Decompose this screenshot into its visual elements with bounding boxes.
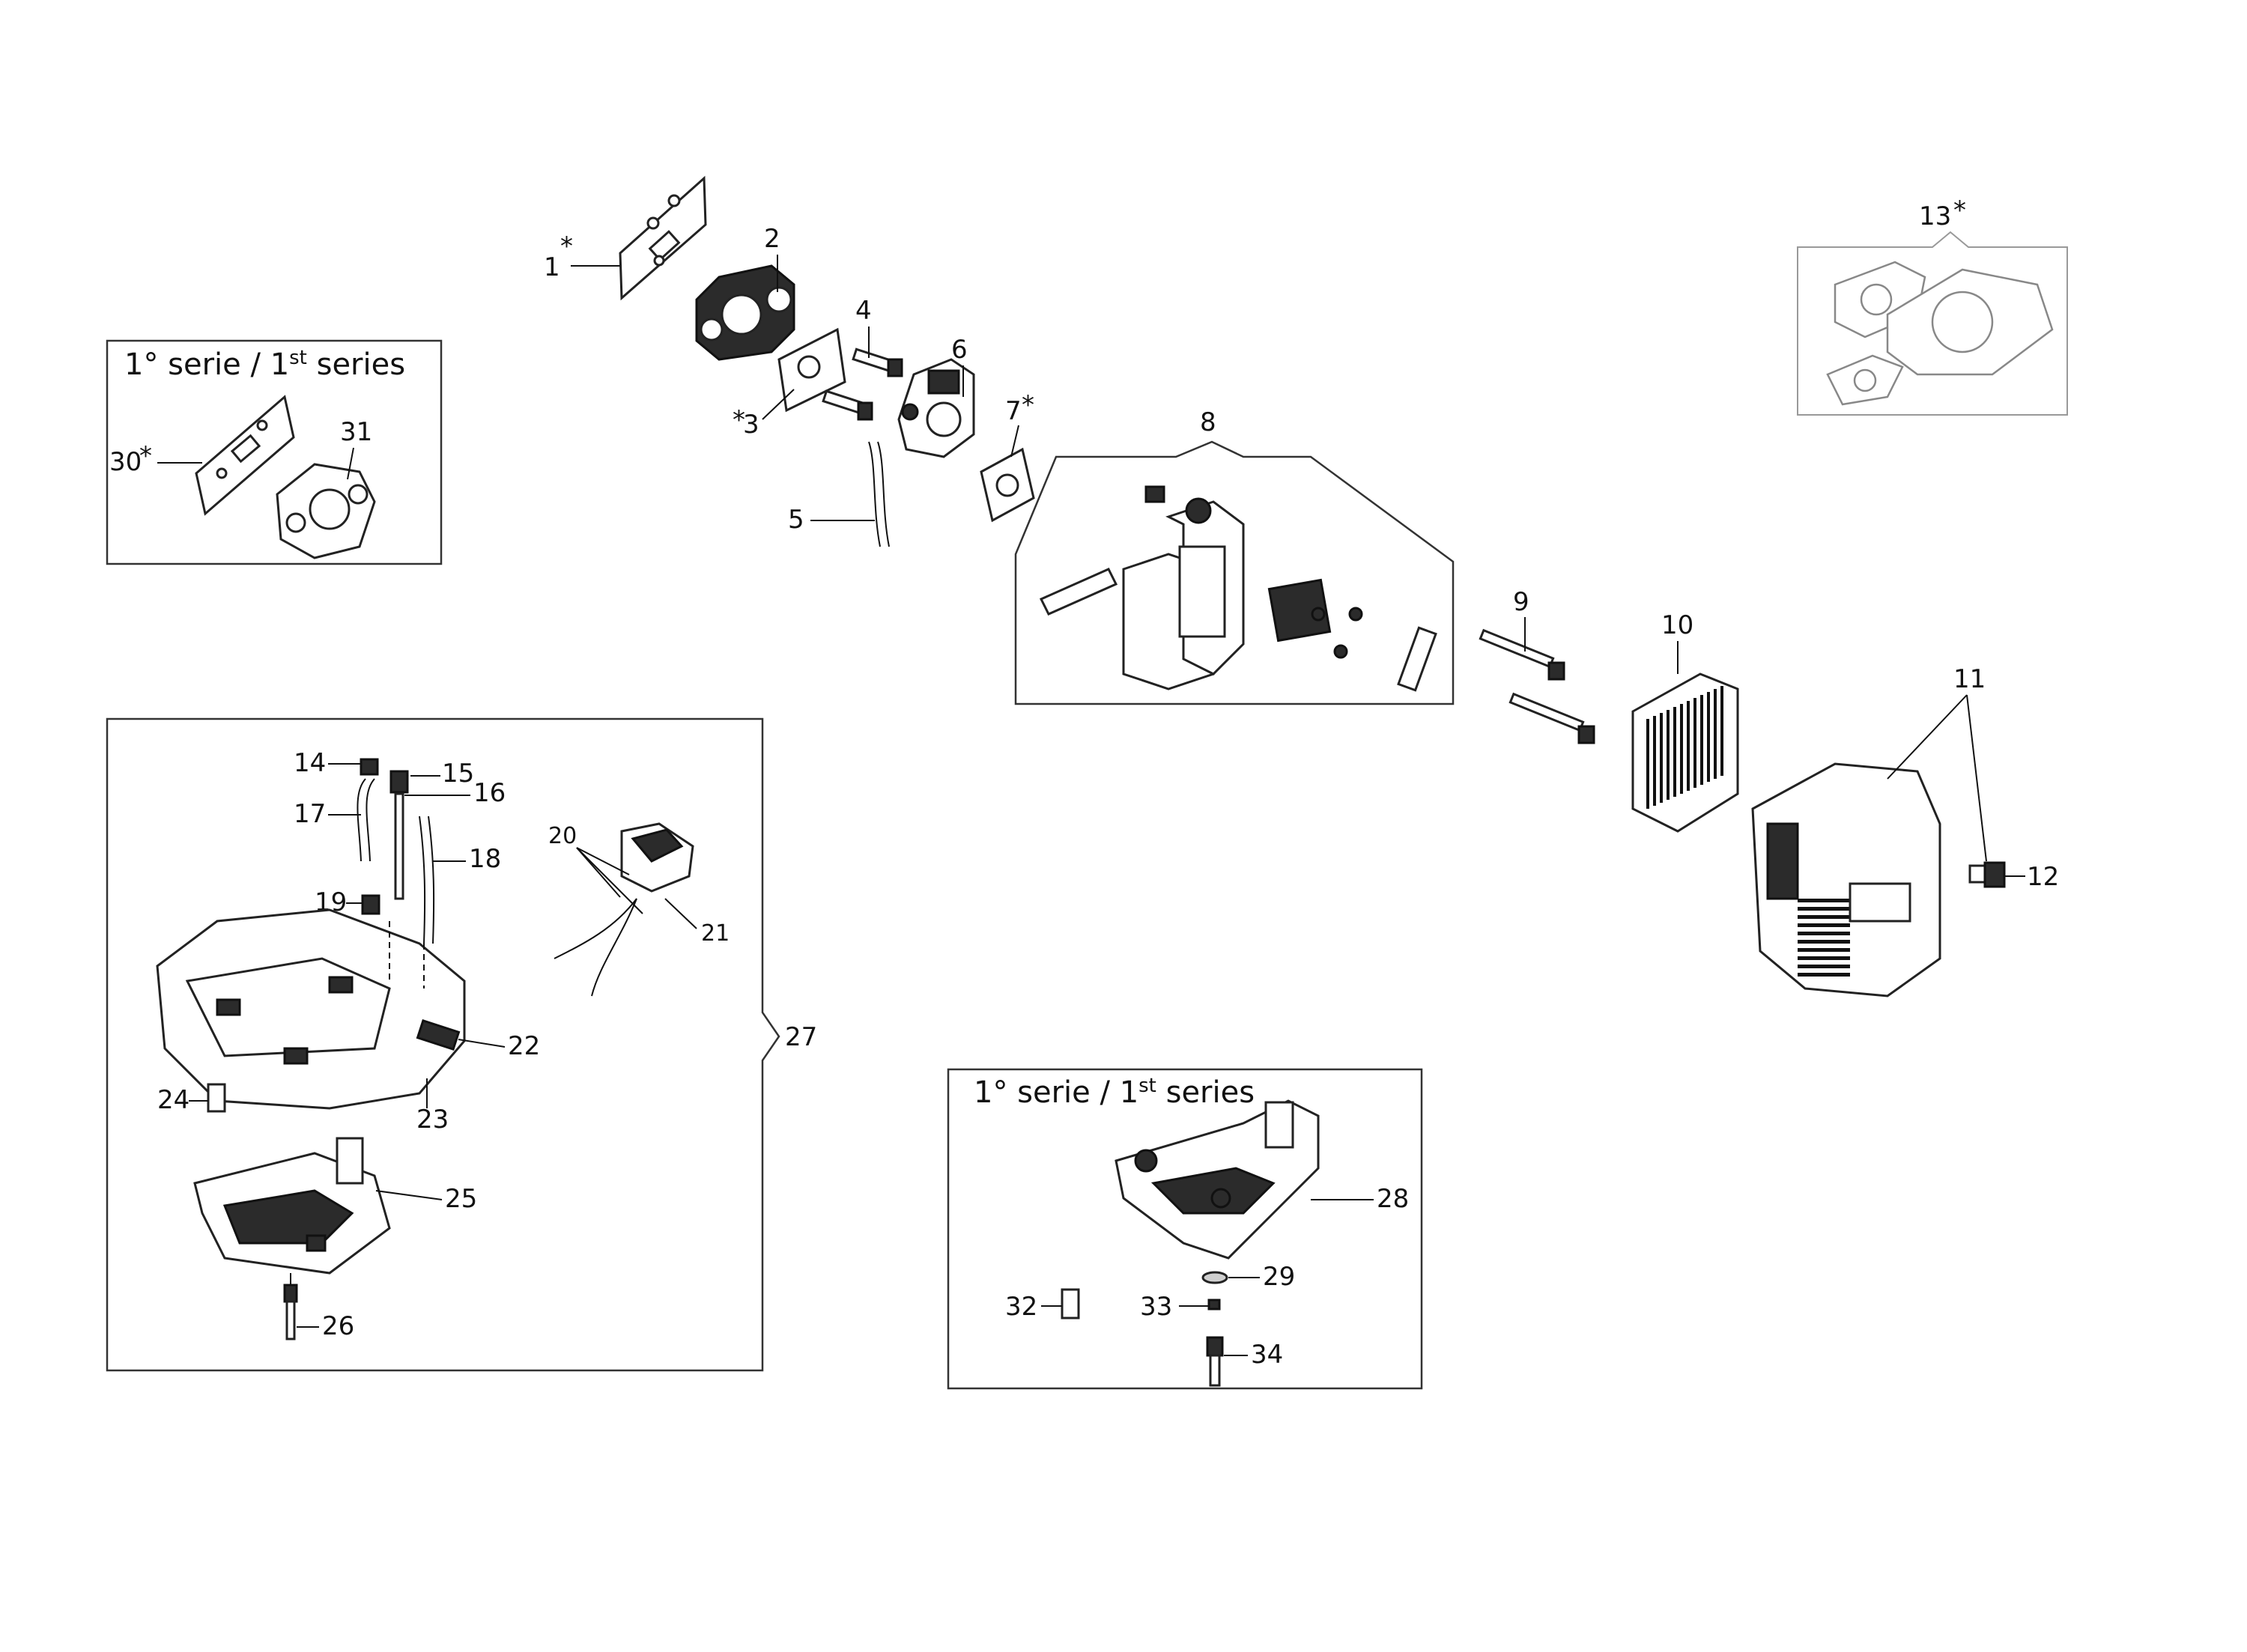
callout-32: 32 bbox=[1005, 1292, 1037, 1322]
series-box-title-2: 1° serie / 1st series bbox=[974, 1075, 1255, 1110]
callout-18: 18 bbox=[469, 844, 501, 874]
callout-1: 1 bbox=[544, 252, 560, 282]
callout-13: 13 bbox=[1919, 201, 1951, 231]
cover-fin bbox=[1798, 940, 1850, 944]
cover-fin bbox=[1798, 923, 1850, 927]
fitting-14 bbox=[360, 758, 379, 776]
tank-bracket-28 bbox=[1115, 1099, 1320, 1260]
cover-fin bbox=[1798, 973, 1850, 977]
filter-15 bbox=[389, 770, 409, 794]
spring-washer-33 bbox=[1207, 1299, 1221, 1311]
hose-18 bbox=[419, 816, 435, 944]
washer-29 bbox=[1201, 1271, 1228, 1284]
callout-30: 30 bbox=[109, 447, 142, 477]
gasket-kit-13 bbox=[1826, 261, 2054, 406]
callout-15: 15 bbox=[442, 759, 474, 789]
callout-7: 7 bbox=[1005, 396, 1022, 426]
callout-24: 24 bbox=[157, 1085, 189, 1115]
callout-2: 2 bbox=[764, 224, 780, 254]
fuel-hose-16 bbox=[394, 792, 404, 900]
callout-31: 31 bbox=[340, 417, 372, 447]
callout-25: 25 bbox=[445, 1184, 477, 1214]
series-box-bottom bbox=[947, 1068, 1423, 1390]
leader-11a bbox=[1887, 694, 1968, 780]
cover-fin bbox=[1798, 932, 1850, 935]
callout-5: 5 bbox=[788, 505, 804, 535]
fuel-tank-23 bbox=[156, 908, 466, 1110]
grommet-19 bbox=[361, 894, 380, 915]
gasket-30 bbox=[195, 395, 295, 516]
callout-12: 12 bbox=[2027, 862, 2059, 892]
box-27 bbox=[106, 717, 780, 1372]
callout-11: 11 bbox=[1953, 664, 1986, 694]
knob-12 bbox=[1968, 861, 2006, 888]
gasket-3 bbox=[777, 327, 846, 413]
callout-27: 27 bbox=[785, 1022, 817, 1052]
asterisk-3: * bbox=[733, 405, 745, 435]
leader-22 bbox=[458, 1039, 506, 1048]
bushing-32 bbox=[1061, 1288, 1080, 1320]
gasket-1 bbox=[619, 175, 707, 301]
callout-26: 26 bbox=[322, 1311, 354, 1341]
callout-8: 8 bbox=[1200, 407, 1216, 437]
callout-4: 4 bbox=[855, 296, 872, 326]
hose-17 bbox=[357, 778, 375, 862]
box-8 bbox=[1014, 440, 1455, 705]
long-screws-9 bbox=[1479, 628, 1595, 744]
leader-20b bbox=[576, 847, 643, 914]
box-13 bbox=[1797, 231, 2068, 416]
callout-6: 6 bbox=[951, 335, 968, 365]
primer-22 bbox=[416, 1018, 461, 1051]
series-box-top-left bbox=[106, 339, 443, 565]
callout-9: 9 bbox=[1513, 587, 1529, 617]
callout-22: 22 bbox=[508, 1031, 540, 1061]
air-filter-10 bbox=[1631, 672, 1739, 833]
filter-cover-11 bbox=[1751, 762, 1941, 997]
cover-fin bbox=[1798, 948, 1850, 952]
tank-bracket-25 bbox=[193, 1137, 391, 1275]
callout-29: 29 bbox=[1263, 1262, 1295, 1292]
intake-manifold-2 bbox=[695, 264, 795, 361]
fuel-line-5 bbox=[868, 441, 890, 547]
gasket-7 bbox=[980, 447, 1035, 523]
fuel-cap-20 bbox=[554, 822, 694, 997]
asterisk-1: * bbox=[560, 231, 573, 261]
cover-fin bbox=[1798, 899, 1850, 902]
leader-20c bbox=[576, 847, 621, 898]
leader-20a bbox=[576, 847, 630, 875]
bolt-34 bbox=[1206, 1336, 1224, 1387]
callout-21: 21 bbox=[701, 920, 730, 947]
bolt-26 bbox=[283, 1284, 298, 1340]
air-box-8 bbox=[1039, 485, 1437, 692]
callout-16: 16 bbox=[473, 778, 506, 808]
leader-11b bbox=[1966, 694, 1987, 862]
cover-fin bbox=[1798, 956, 1850, 960]
callout-34: 34 bbox=[1251, 1340, 1283, 1370]
intake-manifold-31 bbox=[276, 463, 376, 559]
carburetor-6 bbox=[897, 358, 975, 458]
leader-21 bbox=[664, 898, 697, 929]
screws-4 bbox=[822, 347, 903, 421]
callout-23: 23 bbox=[416, 1105, 449, 1135]
asterisk-7: * bbox=[1022, 390, 1034, 420]
callout-33: 33 bbox=[1140, 1292, 1172, 1322]
series-box-title-1: 1° serie / 1st series bbox=[124, 347, 405, 382]
leader-3 bbox=[762, 389, 795, 420]
callout-28: 28 bbox=[1377, 1184, 1409, 1214]
cover-fin bbox=[1798, 907, 1850, 911]
bushing-24 bbox=[207, 1083, 226, 1113]
callout-10: 10 bbox=[1661, 610, 1693, 640]
asterisk-13: * bbox=[1953, 195, 1966, 225]
leader-7 bbox=[1010, 425, 1019, 458]
leader-31 bbox=[347, 447, 354, 480]
cover-fin bbox=[1798, 965, 1850, 968]
callout-3: 3 bbox=[743, 410, 759, 440]
leader-25 bbox=[375, 1190, 443, 1200]
asterisk-30: * bbox=[139, 441, 152, 471]
callout-17: 17 bbox=[294, 799, 326, 829]
cover-fin bbox=[1798, 915, 1850, 919]
callout-14: 14 bbox=[294, 748, 326, 778]
callout-20: 20 bbox=[548, 823, 577, 849]
